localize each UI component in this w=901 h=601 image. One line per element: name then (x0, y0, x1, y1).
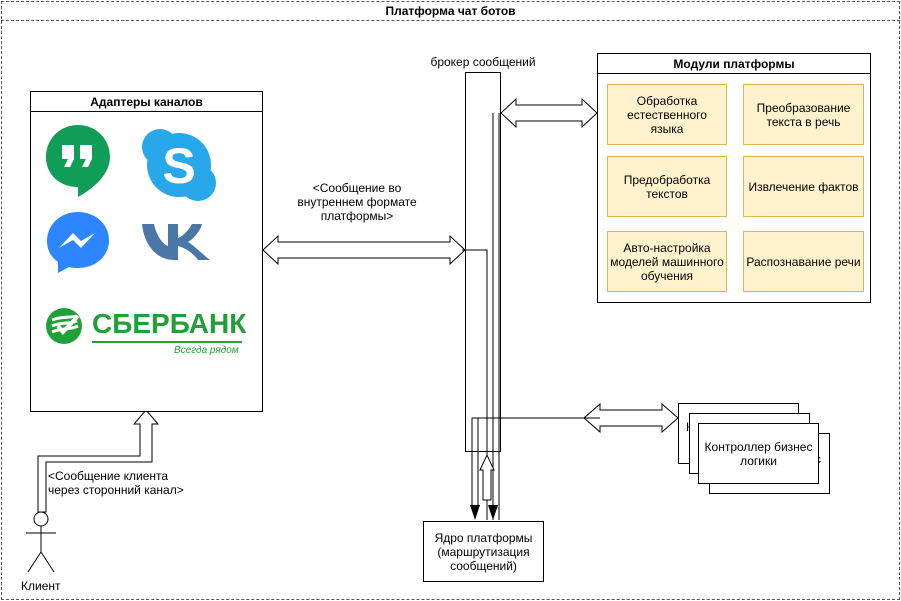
sberbank-name: СБЕРБАНК (92, 308, 247, 339)
platform-title-bar (1, 1, 900, 21)
sberbank-logo-icon (46, 308, 82, 344)
core-arrowhead-1 (470, 505, 480, 520)
skype-icon: S (142, 129, 216, 201)
route-line-1 (462, 249, 488, 520)
module-text-preprocessing: Предобработка текстов (607, 156, 727, 217)
module-nlp: Обработка естественного языка (607, 84, 727, 145)
platform-core-label: Ядро платформы (маршрутизация сообщений) (434, 530, 533, 573)
core-arrowhead-2 (488, 505, 498, 520)
broker-label: брокер сообщений (430, 55, 536, 69)
adapters-broker-arrow (262, 234, 466, 266)
module-tts: Преобразование текста в речь (743, 84, 864, 145)
module-speech-recognition: Распознавание речи (743, 231, 864, 292)
vk-icon (142, 224, 210, 260)
business-logic-controller: Контроллер бизнес логики (698, 423, 819, 484)
svg-text:S: S (162, 138, 195, 194)
channel-adapters-title: Адаптеры каналов (30, 92, 263, 112)
client-figure (26, 511, 56, 573)
client-adapters-arrow (37, 409, 160, 513)
module-fact-extraction: Извлечение фактов (743, 156, 864, 217)
module-automl: Авто-настройка моделей машинного обучени… (607, 231, 727, 292)
core-broker-arrow (479, 453, 495, 501)
broker-modules-arrow (500, 97, 598, 129)
platform-title: Платформа чат ботов (385, 4, 516, 18)
platform-modules-title: Модули платформы (597, 54, 871, 74)
sberbank-underline (92, 341, 242, 343)
client-message-label: <Сообщение клиента через сторонний канал… (48, 469, 184, 497)
messenger-icon (47, 212, 109, 273)
message-broker-box (465, 72, 501, 452)
sberbank-tagline: Всегда рядом (174, 345, 239, 356)
business-logic-controller-label: Контроллер бизнес логики (704, 439, 813, 468)
internal-message-label: <Сообщение во внутреннем формате платфор… (297, 181, 417, 223)
route-line-4 (471, 417, 600, 505)
platform-core-box: Ядро платформы (маршрутизация сообщений) (423, 521, 544, 582)
client-label: Клиент (21, 579, 61, 593)
hangouts-icon (46, 125, 110, 197)
